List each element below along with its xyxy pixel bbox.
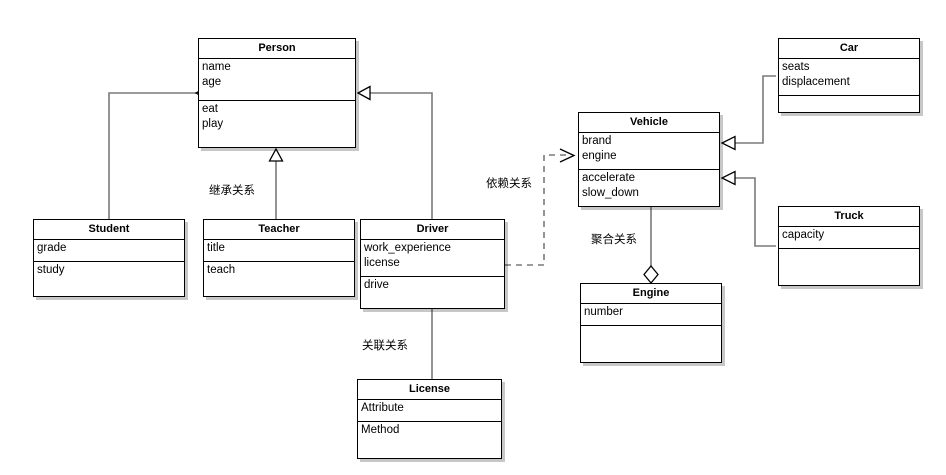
attributes-section-license: Attribute [358,400,501,422]
connector-driver-vehicle [505,148,576,266]
methods-section-truck [779,249,919,284]
connector-car-vehicle [720,75,776,151]
attribute-row: license [364,257,400,269]
class-name-vehicle: Vehicle [579,113,719,133]
method-row: slow_down [582,187,639,199]
connector-vehicle-engine [643,207,659,285]
attribute-row: age [202,76,222,88]
class-name-person: Person [199,39,355,59]
relationship-label-dependency: 依赖关系 [486,176,532,190]
attribute-row: work_experience [364,242,451,254]
class-box-vehicle[interactable]: Vehicle brand engine accelerate slow_down [578,112,720,207]
method-row: eat [202,103,218,115]
connector-truck-vehicle [720,170,776,247]
methods-section-engine [581,326,721,361]
method-row: accelerate [582,172,636,184]
attribute-row: number [584,306,623,318]
class-name-student: Student [34,220,184,240]
attribute-row: name [202,61,231,73]
method-row: teach [207,264,236,276]
method-row: play [202,118,224,130]
method-row: Method [361,424,400,436]
attribute-row: grade [37,242,67,254]
attribute-row: engine [582,150,617,162]
class-box-teacher[interactable]: Teacher title teach [203,219,355,297]
method-row: study [37,264,65,276]
class-name-engine: Engine [581,284,721,304]
method-row: drive [364,279,389,291]
attributes-section-student: grade [34,240,184,262]
attribute-row: capacity [782,229,825,241]
relationship-label-inheritance: 继承关系 [209,183,255,197]
class-box-student[interactable]: Student grade study [33,219,185,297]
class-name-teacher: Teacher [204,220,354,240]
attribute-row: brand [582,135,612,147]
attribute-row: seats [782,61,810,73]
class-box-truck[interactable]: Truck capacity [778,206,920,286]
connector-student-person [108,85,209,219]
attributes-section-truck: capacity [779,227,919,249]
class-box-car[interactable]: Car seats displacement [778,38,920,113]
methods-section-teacher: teach [204,262,354,295]
attributes-section-engine: number [581,304,721,326]
connector-teacher-person [268,147,284,219]
class-name-car: Car [779,39,919,59]
attributes-section-vehicle: brand engine [579,133,719,170]
attributes-section-teacher: title [204,240,354,262]
attributes-section-car: seats displacement [779,59,919,96]
methods-section-student: study [34,262,184,295]
class-name-truck: Truck [779,207,919,227]
relationship-label-association: 关联关系 [362,338,408,352]
attribute-row: title [207,242,225,254]
class-name-driver: Driver [361,220,504,240]
methods-section-car [779,96,919,111]
attribute-row: Attribute [361,402,404,414]
attributes-section-person: name age [199,59,355,101]
methods-section-license: Method [358,422,501,457]
relationship-label-aggregation: 聚合关系 [591,232,637,246]
connector-driver-person [356,85,433,219]
class-box-engine[interactable]: Engine number [580,283,722,363]
class-box-person[interactable]: Person name age eat play [198,38,356,148]
class-name-license: License [358,380,501,400]
attribute-row: displacement [782,76,850,88]
methods-section-vehicle: accelerate slow_down [579,170,719,205]
methods-section-person: eat play [199,101,355,146]
methods-section-driver: drive [361,277,504,307]
